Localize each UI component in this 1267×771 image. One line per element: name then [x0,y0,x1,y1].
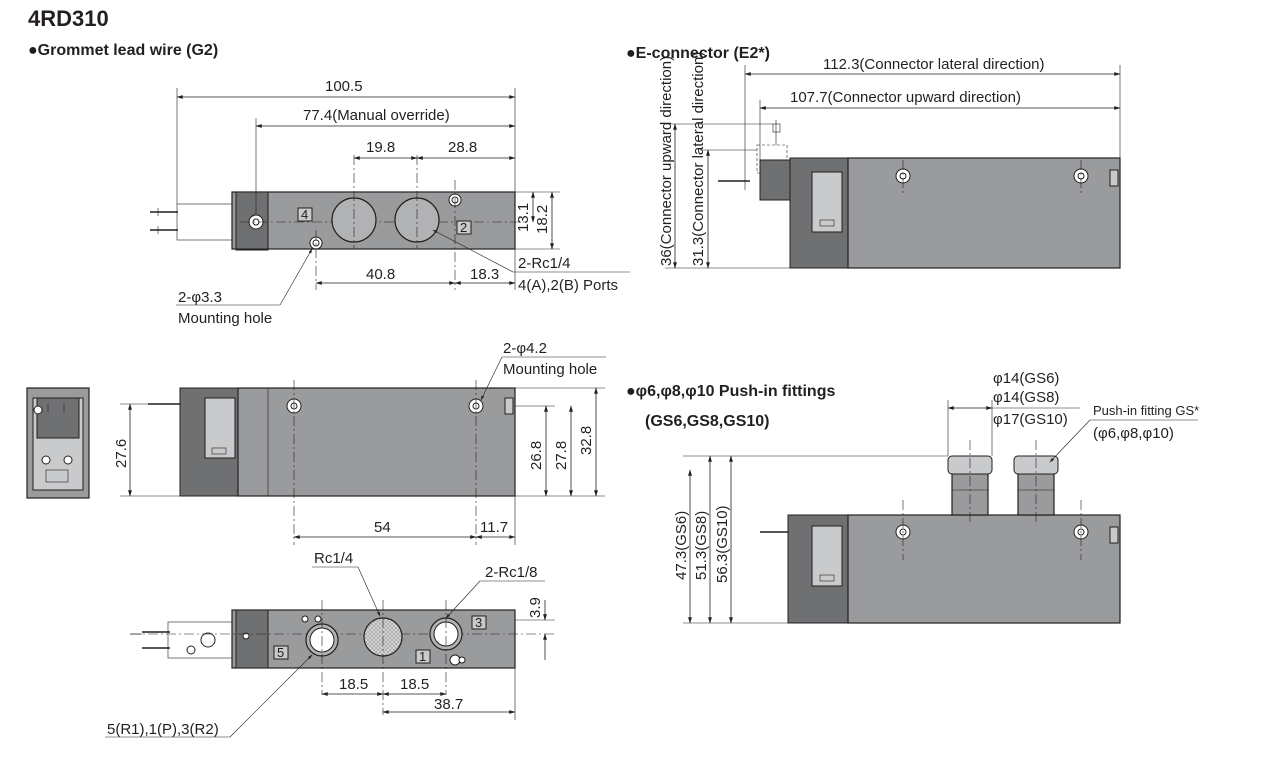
rc14-label: Rc1/4 [314,550,353,567]
dim-28-8: 28.8 [448,139,477,156]
mount-hole-label: Mounting hole [178,310,272,327]
port-3-label: 3 [475,615,482,630]
dim-38-7: 38.7 [434,696,463,713]
dim-40-8: 40.8 [366,266,395,283]
pushin-view: φ14(GS6) φ14(GS8) φ17(GS10) Push-in fitt… [673,370,1199,624]
fit-label: Push-in fitting GS* [1093,403,1199,418]
dim-112-3: 112.3(Connector lateral direction) [823,56,1045,73]
dim-31-3: 31.3(Connector lateral direction) [690,52,707,266]
dim-18-5-a: 18.5 [339,676,368,693]
ports-rpr-label: 5(R1),1(P),3(R2) [107,721,219,738]
ports-ab-label: 4(A),2(B) Ports [518,277,618,294]
section-pushin-subtitle: (GS6,GS8,GS10) [645,413,770,430]
dim-18-2: 18.2 [534,205,551,234]
dim-19-8: 19.8 [366,139,395,156]
h-gs8: 51.3(GS8) [693,511,710,580]
grommet-side-view: 2-φ4.2 Mounting hole 27.6 26.8 27.8 32.8… [113,340,606,545]
mount-hole-size: 2-φ3.3 [178,289,222,306]
port-2-label: 2 [460,220,467,235]
page-title: 4RD310 [28,6,109,31]
dim-107-7: 107.7(Connector upward direction) [790,89,1021,106]
fit-gs8-dia: φ14(GS8) [993,389,1059,406]
dim-3-9: 3.9 [527,597,544,618]
h-gs6: 47.3(GS6) [673,511,690,580]
section-econnector-title: ●E-connector (E2*) [626,45,770,62]
dim-13-1: 13.1 [515,203,532,232]
end-view [26,387,90,499]
econnector-view: 112.3(Connector lateral direction) 107.7… [658,52,1121,269]
dim-27-6: 27.6 [113,439,130,468]
dim-27-8: 27.8 [553,441,570,470]
port-5-label: 5 [277,645,284,660]
h-gs10: 56.3(GS10) [714,505,731,583]
dim-11-7: 11.7 [480,519,508,536]
fit-sizes: (φ6,φ8,φ10) [1093,425,1174,442]
port-4-label: 4 [301,207,308,222]
grommet-bottom-view: 5 1 3 Rc1/4 2-Rc1/8 3.9 18.5 18.5 38.7 5… [105,550,555,738]
section-grommet-title: ●Grommet lead wire (G2) [28,42,218,59]
side-mount-hole-size: 2-φ4.2 [503,340,547,357]
side-mount-hole-label: Mounting hole [503,361,597,378]
port-1-label: 1 [419,649,426,664]
dim-18-3: 18.3 [470,266,499,283]
dim-26-8: 26.8 [528,441,545,470]
fit-gs6-dia: φ14(GS6) [993,370,1059,387]
dim-18-5-b: 18.5 [400,676,429,693]
dim-54: 54 [374,519,391,536]
rc18-label: 2-Rc1/8 [485,564,538,581]
dim-100-5: 100.5 [325,78,363,95]
ports-ab-size: 2-Rc1/4 [518,255,571,272]
dim-36: 36(Connector upward direction) [658,56,675,266]
grommet-top-view: 4 2 100.5 77.4(Manual override) 19.8 28.… [150,78,630,327]
dim-77-4: 77.4(Manual override) [303,107,450,124]
dim-32-8: 32.8 [578,426,595,455]
fit-gs10-dia: φ17(GS10) [993,411,1068,428]
section-pushin-title: ●φ6,φ8,φ10 Push-in fittings [626,383,835,400]
